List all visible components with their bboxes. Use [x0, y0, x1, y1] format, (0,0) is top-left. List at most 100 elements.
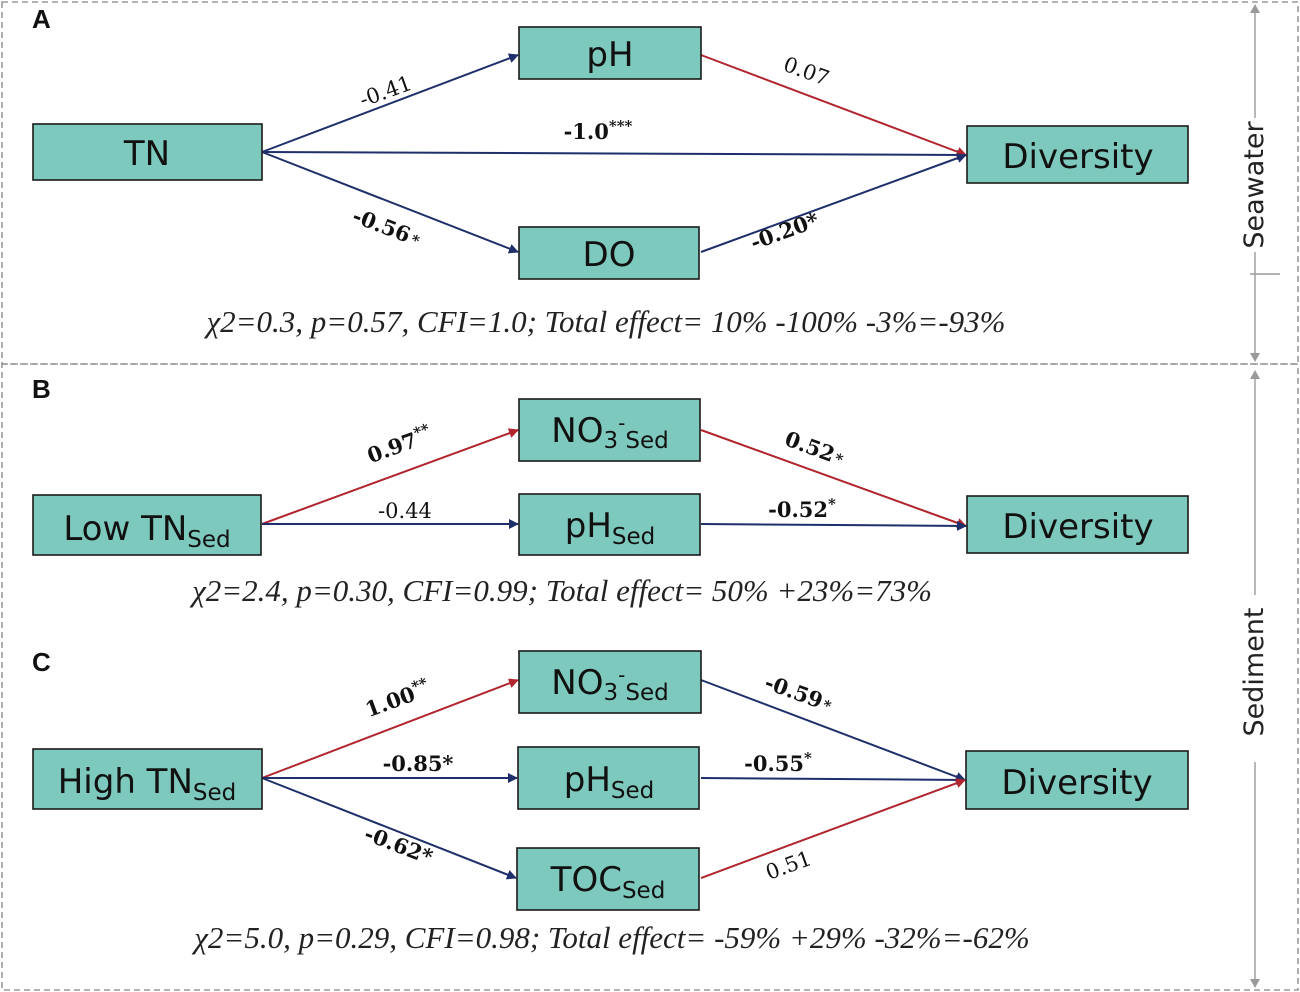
node-low-tn-sed-label: Low TNSed	[63, 509, 230, 553]
node-diversity-b-label: Diversity	[1002, 507, 1153, 547]
coef-hightn-no3-sig: **	[409, 674, 430, 696]
bracket-arrow-down-sediment	[1250, 979, 1260, 988]
node-ph-sed-c-label: pHSed	[564, 760, 655, 804]
coef-ph-diversity: 0.07	[780, 52, 832, 91]
coef-ph-diversity-b: -0.52*	[768, 495, 836, 522]
node-low-tn-sed: Low TNSed	[32, 494, 262, 556]
coef-tn-diversity-sig: ***	[609, 117, 633, 135]
node-no3-c-main: NO	[551, 663, 603, 703]
path-do-diversity	[700, 153, 967, 253]
stats-a: χ2=0.3, p=0.57, CFI=1.0; Total effect= 1…	[204, 304, 1006, 339]
coef-ph-div-c-value: -0.55	[744, 751, 804, 776]
node-no3-sed-c-label: NO3-Sed	[551, 663, 668, 706]
coef-lowtn-no3-value: 0.97	[364, 427, 421, 468]
node-no3-c-sub1: 3	[603, 680, 618, 706]
node-no3-b-sub2: Sed	[625, 428, 668, 454]
node-tn-label: TN	[123, 134, 170, 174]
panel-label-b: B	[32, 374, 51, 404]
path-no3-diversity-c	[700, 679, 966, 782]
frame-sediment	[1, 363, 1299, 991]
coef-tn-diversity: -1.0***	[564, 117, 633, 144]
side-label-sediment: Sediment	[1239, 607, 1270, 736]
coef-hightn-no3-value: 1.00	[362, 681, 419, 722]
node-high-tn-sed: High TNSed	[32, 748, 263, 810]
coef-lowtn-ph: -0.44	[378, 499, 432, 523]
node-high-tn-main: High TN	[58, 762, 193, 802]
coef-ph-div-b-sig: *	[828, 495, 836, 513]
node-ph-b-sub: Sed	[612, 524, 655, 550]
node-diversity-a: Diversity	[966, 125, 1189, 184]
coef-no3-diversity-c: -0.59*	[762, 669, 836, 716]
node-toc-sed: TOCSed	[516, 847, 700, 911]
coef-hightn-toc: -0.62*	[361, 821, 436, 870]
panel-b: B Low TNSed NO3-Sed pHSed Diversity 0.97…	[32, 374, 1189, 608]
node-diversity-c-label: Diversity	[1001, 763, 1152, 803]
path-tn-do	[261, 151, 519, 254]
node-no3-b-sub1: 3	[603, 428, 618, 454]
node-do: DO	[518, 226, 700, 280]
node-diversity-c: Diversity	[965, 750, 1189, 810]
node-toc-main: TOC	[550, 860, 622, 900]
stats-b: χ2=2.4, p=0.30, CFI=0.99; Total effect= …	[189, 573, 932, 608]
node-no3-b-sup: -	[618, 411, 625, 435]
coef-lowtn-no3-sig: **	[411, 420, 432, 442]
bracket-arrow-down-seawater	[1250, 353, 1260, 362]
side-bracket-sediment: Sediment	[1239, 370, 1270, 988]
path-ph-diversity-b	[700, 520, 967, 531]
node-low-tn-sub: Sed	[187, 527, 230, 553]
node-ph-sed-b-label: pHSed	[565, 506, 656, 550]
coef-ph-diversity-c: -0.55*	[744, 749, 812, 776]
path-ph-diversity-c	[700, 774, 966, 785]
coef-hightn-no3: 1.00**	[361, 674, 433, 722]
frame-seawater	[1, 1, 1299, 365]
node-no3-b-main: NO	[551, 411, 603, 451]
node-no3-c-sub2: Sed	[625, 680, 668, 706]
panel-label-c: C	[32, 647, 51, 677]
node-ph-c-main: pH	[564, 760, 611, 800]
node-do-label: DO	[583, 235, 636, 275]
node-ph-b-main: pH	[565, 506, 612, 546]
node-no3-sed-b: NO3-Sed	[518, 398, 701, 462]
coef-lowtn-no3: 0.97**	[363, 420, 435, 468]
path-ph-diversity	[700, 54, 967, 157]
node-no3-sed-b-label: NO3-Sed	[551, 411, 668, 454]
bracket-arrow-up-seawater	[1250, 4, 1260, 13]
side-bracket-seawater: Seawater	[1239, 4, 1280, 362]
node-ph-sed-b: pHSed	[518, 493, 701, 556]
node-low-tn-main: Low TN	[63, 509, 187, 549]
path-toc-diversity	[700, 778, 966, 879]
coef-no3-div-b-value: 0.52	[782, 426, 839, 467]
path-hightn-no3	[261, 678, 519, 779]
side-label-seawater: Seawater	[1239, 120, 1270, 248]
node-tn: TN	[32, 123, 263, 181]
stats-c: χ2=5.0, p=0.29, CFI=0.98; Total effect= …	[191, 920, 1029, 955]
coef-ph-div-b-value: -0.52	[768, 497, 828, 522]
node-ph-label: pH	[586, 35, 633, 75]
path-tn-ph	[261, 53, 519, 153]
path-tn-diversity	[261, 149, 967, 160]
node-toc-sed-label: TOCSed	[550, 860, 666, 904]
node-ph-c-sub: Sed	[611, 778, 654, 804]
coef-hightn-ph: -0.85*	[383, 751, 454, 776]
node-diversity-a-label: Diversity	[1002, 137, 1153, 177]
path-no3-diversity-b	[700, 429, 967, 528]
node-diversity-b: Diversity	[966, 495, 1189, 554]
coef-ph-div-c-sig: *	[804, 749, 812, 767]
node-high-tn-sub: Sed	[193, 780, 236, 806]
path-lowtn-no3	[261, 428, 519, 525]
coef-tn-diversity-value: -1.0	[564, 119, 609, 144]
node-no3-sed-c: NO3-Sed	[518, 650, 702, 714]
coef-do-diversity: -0.20*	[747, 207, 822, 255]
coef-tn-do-value: -0.56	[349, 203, 414, 248]
node-ph-sed-c: pHSed	[517, 746, 700, 810]
node-high-tn-sed-label: High TNSed	[58, 762, 237, 806]
node-toc-sub: Sed	[622, 878, 665, 904]
panel-c: C High TNSed NO3-Sed pHSed TOCSed Divers…	[32, 647, 1189, 955]
bracket-arrow-up-sediment	[1250, 370, 1260, 379]
panel-a: A TN pH DO Diversity -0.41 0.07 -1.0*** …	[32, 4, 1189, 339]
panel-label-a: A	[32, 4, 51, 34]
node-no3-c-sup: -	[618, 663, 625, 687]
path-hightn-toc	[261, 777, 517, 880]
